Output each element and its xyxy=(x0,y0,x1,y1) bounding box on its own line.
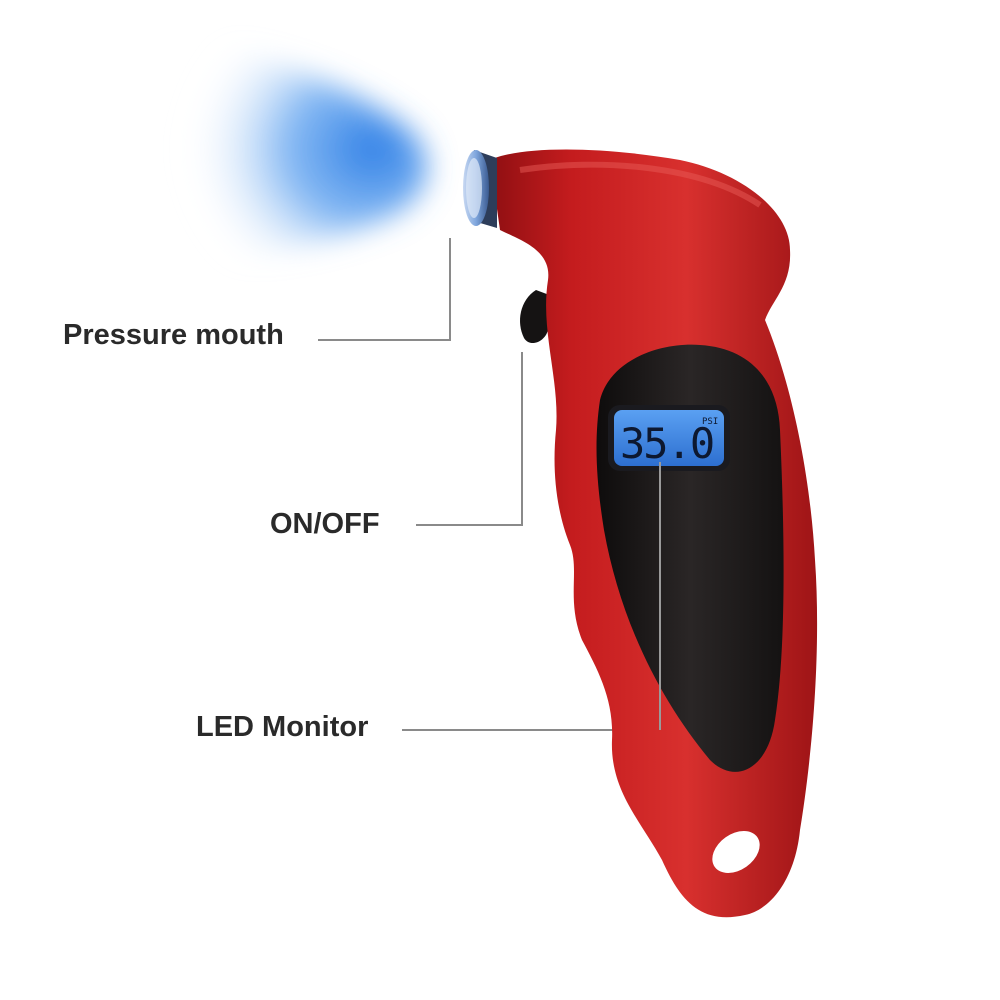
led-monitor-label: LED Monitor xyxy=(196,711,369,743)
air-burst xyxy=(176,40,428,259)
gauge-body: 35.0 PSI xyxy=(463,149,818,918)
lanyard-hole xyxy=(712,831,760,873)
on-off-button xyxy=(520,290,552,344)
pressure-mouth-label: Pressure mouth xyxy=(63,319,284,351)
pressure-callout-line xyxy=(318,238,451,341)
lcd-unit: PSI xyxy=(702,417,718,427)
on-off-label: ON/OFF xyxy=(270,508,380,540)
onoff-callout-line xyxy=(416,352,523,526)
lcd-reading: 35.0 xyxy=(620,419,713,468)
led-monitor: 35.0 PSI xyxy=(608,405,730,471)
pressure-mouth xyxy=(463,150,497,228)
